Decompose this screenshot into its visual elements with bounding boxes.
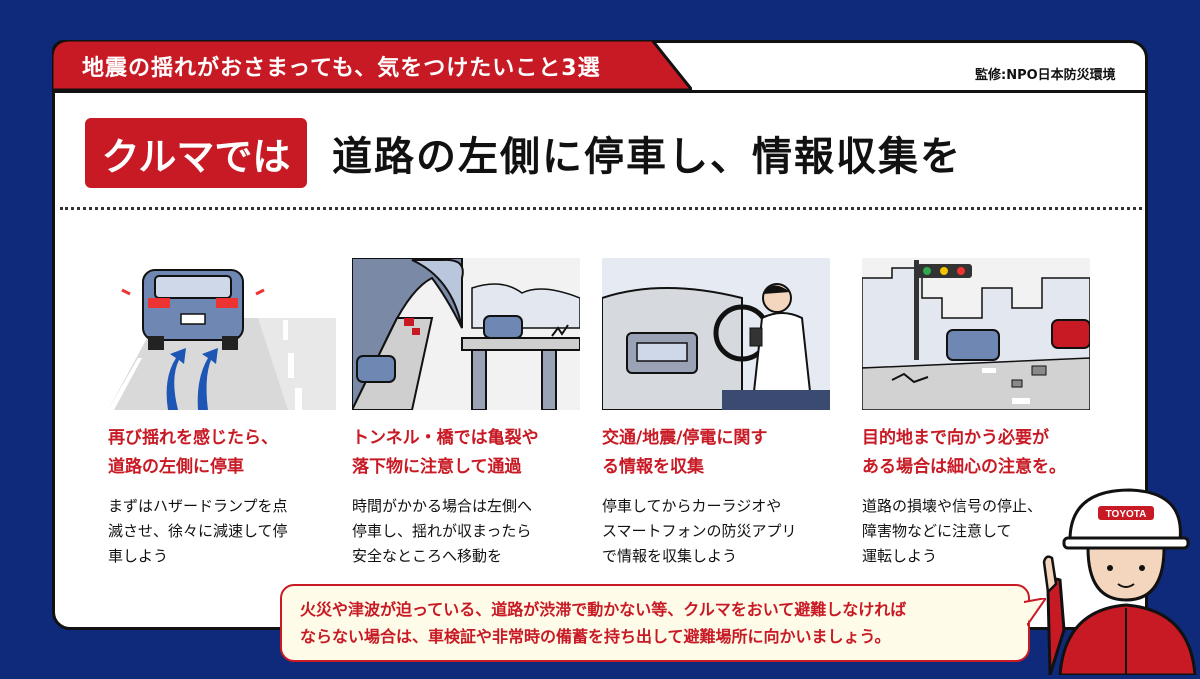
tip-column-4: 目的地まで向かう必要がある場合は細心の注意を。 道路の損壊や信号の停止、障害物な… (862, 258, 1097, 569)
tip-2-body-line2: 停車し、揺れが収まったら (352, 522, 532, 540)
tip-1-title-line2: 道路の左側に停車 (108, 457, 244, 477)
tip-2-body-line3: 安全なところへ移動を (352, 547, 503, 565)
tip-1-body-line3: 車しよう (108, 547, 169, 565)
car-hazard-illustration (108, 258, 336, 410)
damaged-road-illustration (862, 258, 1090, 410)
dotted-divider (60, 207, 1142, 210)
tunnel-bridge-illustration (352, 258, 580, 410)
tip-4-body-line3: 運転しよう (862, 547, 938, 565)
category-tag: クルマでは (85, 118, 307, 188)
banner-text: 地震の揺れがおさまっても、気をつけたいこと3選 (82, 56, 601, 81)
tip-4-title-line1: 目的地まで向かう必要が (862, 428, 1049, 448)
driver-phone-illustration (602, 258, 830, 410)
tip-3-body-line1: 停車してからカーラジオや (602, 497, 782, 515)
tip-1-body-line2: 滅させ、徐々に減速して停 (108, 522, 288, 540)
tip-2-title-line2: 落下物に注意して通過 (352, 457, 522, 477)
note-line1: 火災や津波が迫っている、道路が渋滞で動かない等、クルマをおいて避難しなければ (300, 600, 907, 619)
page-title: 道路の左側に停車し、情報収集を (332, 134, 962, 180)
tip-4-title-line2: ある場合は細心の注意を。 (862, 457, 1066, 477)
tip-column-3: 交通/地震/停電に関する情報を収集 停車してからカーラジオやスマートフォンの防災… (602, 258, 837, 569)
tip-2-body-line1: 時間がかかる場合は左側へ (352, 497, 533, 515)
tip-column-1: 再び揺れを感じたら、道路の左側に停車 まずはハザードランプを点滅させ、徐々に減速… (108, 258, 343, 569)
tip-3-body-line3: で情報を収集しよう (602, 547, 738, 565)
note-line2: ならない場合は、車検証や非常時の備蓄を持ち出して避難場所に向かいましょう。 (300, 627, 891, 646)
tip-1-title-line1: 再び揺れを感じたら、 (108, 428, 278, 448)
tip-3-title-line2: る情報を収集 (602, 457, 704, 477)
tip-column-2: トンネル・橋では亀裂や落下物に注意して通過 時間がかかる場合は左側へ停車し、揺れ… (352, 258, 587, 569)
tip-3-body-line2: スマートフォンの防災アプリ (602, 522, 797, 540)
tip-3-title-line1: 交通/地震/停電に関す (602, 428, 768, 448)
evacuation-note: 火災や津波が迫っている、道路が渋滞で動かない等、クルマをおいて避難しなければ な… (280, 584, 1030, 662)
tip-1-body-line1: まずはハザードランプを点 (108, 497, 288, 515)
mascot-character: TOYOTA (1030, 480, 1200, 677)
callout-tail-icon (1024, 598, 1046, 627)
supervisor-credit: 監修:NPO日本防災環境 (975, 68, 1116, 83)
tip-2-title-line1: トンネル・橋では亀裂や (352, 428, 539, 448)
tip-4-body-line2: 障害物などに注意して (862, 522, 1012, 540)
tip-4-body-line1: 道路の損壊や信号の停止、 (862, 497, 1043, 515)
topic-banner: 地震の揺れがおさまっても、気をつけたいこと3選 (52, 40, 692, 90)
headline-row (52, 90, 1148, 211)
mascot-helmet-text: TOYOTA (1106, 509, 1147, 520)
